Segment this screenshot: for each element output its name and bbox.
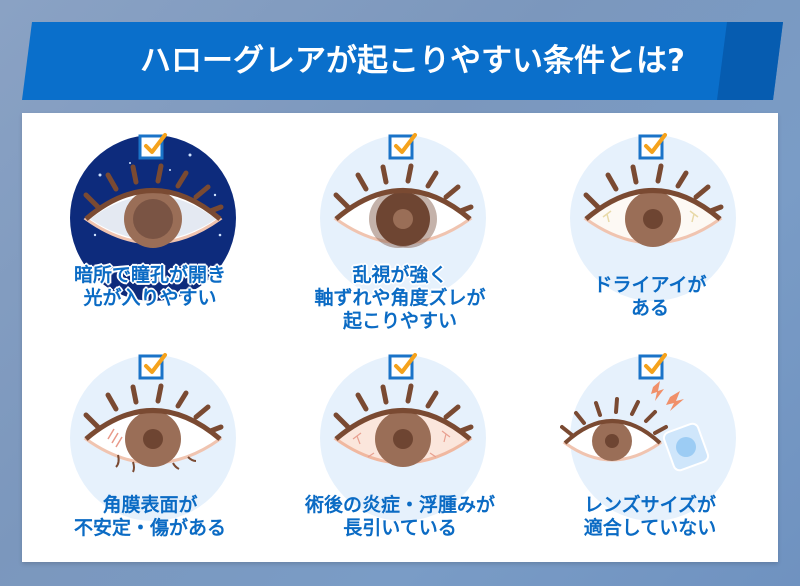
- checkbox-checked-icon: [388, 353, 417, 380]
- condition-card-dry-eye: ドライアイが ある: [525, 119, 775, 339]
- page-title: ハローグレアが起こりやすい条件とは?: [140, 43, 685, 79]
- condition-card-inflammation: 術後の炎症・浮腫みが 長引いている: [275, 339, 525, 559]
- title-banner: ハローグレアが起こりやすい条件とは?: [22, 22, 783, 100]
- eye-dilated-pupil-icon: [83, 163, 224, 248]
- condition-card-lens-fit: レンズサイズが 適合していない: [525, 339, 775, 559]
- banner-shape: [22, 22, 783, 100]
- stars-icon: [93, 153, 222, 237]
- eye-lens-misfit-icon: [560, 381, 710, 472]
- condition-card-dark: 暗所で瞳孔が開き 光が入りやすい: [25, 119, 275, 339]
- condition-label: 乱視が強く 軸ずれや角度ズレが 起こりやすい: [314, 264, 486, 332]
- checkbox-checked-icon: [138, 133, 167, 160]
- condition-label: レンズサイズが 適合していない: [583, 494, 717, 539]
- condition-card-astigmatism: 乱視が強く 軸ずれや角度ズレが 起こりやすい: [275, 119, 525, 339]
- checkbox-checked-icon: [638, 133, 667, 160]
- checkbox-checked-icon: [138, 353, 167, 380]
- condition-label: 術後の炎症・浮腫みが 長引いている: [304, 494, 495, 539]
- conditions-panel: 暗所で瞳孔が開き 光が入りやすい 乱視が強く 軸ずれや角度ズレが 起こりやすい: [22, 113, 778, 562]
- eye-inflamed-icon: [333, 383, 474, 467]
- checkbox-checked-icon: [388, 133, 417, 160]
- pain-spark-icon: [651, 381, 684, 411]
- condition-label: 角膜表面が 不安定・傷がある: [73, 494, 226, 539]
- condition-label: 暗所で瞳孔が開き 光が入りやすい: [73, 264, 226, 309]
- condition-label: ドライアイが ある: [593, 274, 707, 319]
- contact-lens-icon: [662, 422, 710, 472]
- eye-cornea-damage-icon: [83, 383, 224, 473]
- eye-dry-icon: [583, 163, 724, 247]
- eye-astigmatism-icon: [333, 163, 474, 248]
- condition-card-cornea: 角膜表面が 不安定・傷がある: [25, 339, 275, 559]
- checkbox-checked-icon: [638, 353, 667, 380]
